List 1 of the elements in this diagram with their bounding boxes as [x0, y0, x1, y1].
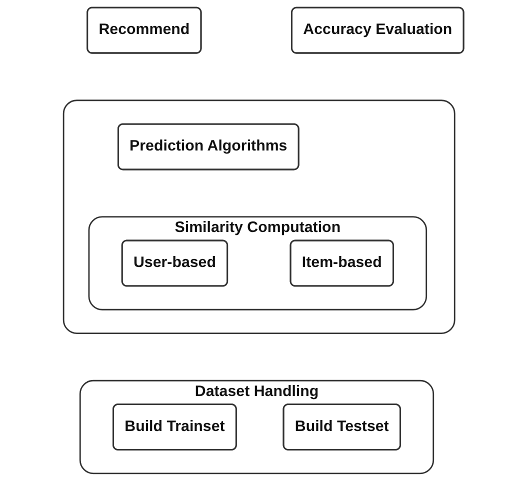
cluster — [62, 100, 456, 334]
